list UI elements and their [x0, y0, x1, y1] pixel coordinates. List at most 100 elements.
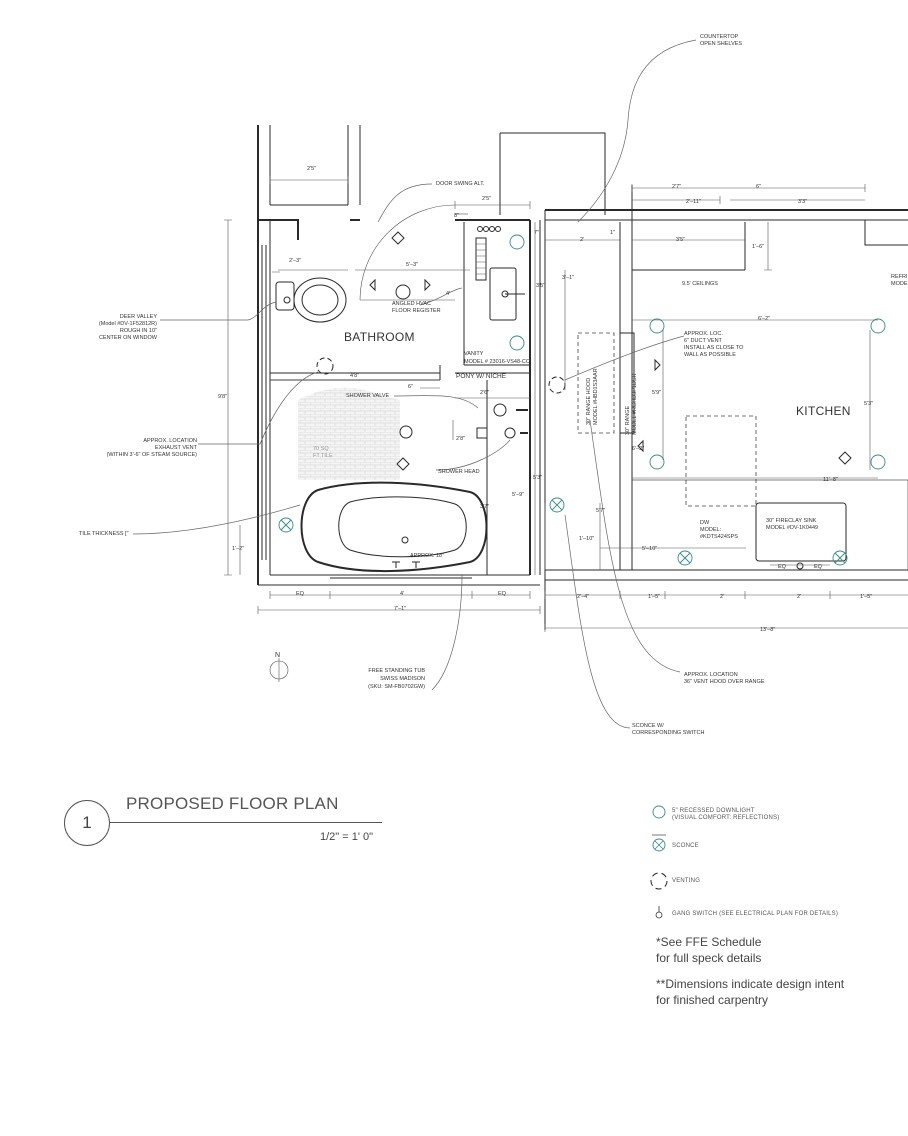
leader-lines: [132, 39, 697, 729]
svg-text:4': 4': [446, 291, 450, 297]
legend-label: GANG SWITCH (SEE ELECTRICAL PLAN FOR DET…: [672, 911, 839, 917]
svg-text:2': 2': [580, 237, 584, 243]
note-range-hood: 30" RANGE HOODMODEL #HBD1S3AAR: [586, 368, 599, 425]
sconce-icon: [652, 834, 666, 852]
svg-text:2'–4": 2'–4": [577, 594, 589, 600]
downlight-icon: [652, 805, 666, 819]
svg-text:1'–6": 1'–6": [752, 244, 764, 250]
svg-text:EQ: EQ: [498, 591, 507, 597]
svg-text:2': 2': [720, 594, 724, 600]
north-arrow: [269, 658, 289, 682]
svg-text:2'5": 2'5": [307, 166, 316, 172]
bathtub: [300, 481, 488, 573]
switch-fixtures: [369, 231, 852, 471]
svg-text:5'3": 5'3": [533, 475, 542, 481]
legend-label: 5" RECESSED DOWNLIGHT (VISUAL COMFORT: R…: [672, 808, 780, 821]
legend-label: SCONCE: [672, 843, 699, 849]
legend: 5" RECESSED DOWNLIGHT (VISUAL COMFORT: R…: [648, 802, 898, 920]
kitchen-sink: [755, 502, 847, 570]
note-sconce-switch: SCONCE W/CORRESPONDING SWITCH: [632, 723, 704, 736]
svg-text:6": 6": [756, 184, 761, 190]
door-swing: [359, 204, 456, 301]
range-outline: [619, 332, 635, 434]
svg-text:EQ: EQ: [814, 564, 823, 570]
note-shower-head: SHOWER HEAD: [438, 469, 480, 475]
svg-text:11'–8": 11'–8": [823, 477, 838, 483]
svg-text:1'–10": 1'–10": [579, 536, 594, 542]
note-deer-valley: DEER VALLEY(Model #DV-1F52812R)ROUGH IN …: [99, 314, 158, 341]
svg-text:4': 4': [400, 591, 404, 597]
svg-text:3'5": 3'5": [536, 283, 545, 289]
dimension-lines: [224, 176, 908, 632]
note-ffe-schedule: *See FFE Schedule for full speck details: [656, 935, 762, 965]
note-tile-thickness: TILE THICKNESS [": [79, 531, 129, 537]
svg-text:8": 8": [454, 213, 459, 219]
svg-text:7": 7": [534, 230, 539, 236]
note-range: 30" RANGEMODEL #RGHD3P1DSR: [625, 373, 638, 435]
svg-text:2'8": 2'8": [456, 436, 465, 442]
legend-item-switch: GANG SWITCH (SEE ELECTRICAL PLAN FOR DET…: [648, 902, 898, 924]
switch-icon: [655, 906, 663, 919]
venting-icon: [650, 872, 668, 890]
svg-text:EQ: EQ: [778, 564, 787, 570]
range-hood-outline: [577, 332, 615, 434]
svg-text:6'–2": 6'–2": [758, 316, 770, 322]
svg-text:5'9": 5'9": [652, 390, 661, 396]
svg-text:5'3": 5'3": [864, 401, 873, 407]
legend-label: VENTING: [672, 878, 701, 884]
svg-text:1'–5": 1'–5": [860, 594, 872, 600]
svg-text:2'7": 2'7": [672, 184, 681, 190]
note-dimensions: **Dimensions indicate design intent for …: [656, 977, 845, 1007]
note-approx-18: APPROX. 18": [410, 553, 444, 559]
svg-text:2'6": 2'6": [480, 390, 489, 396]
north-label: N: [275, 652, 280, 659]
title-rule: [110, 822, 382, 823]
svg-text:1'–2": 1'–2": [232, 546, 244, 552]
svg-text:2'–11": 2'–11": [686, 199, 701, 205]
bathroom-walls: [257, 125, 541, 586]
svg-text:5'7": 5'7": [596, 508, 605, 514]
svg-text:9'8": 9'8": [218, 394, 227, 400]
svg-text:7'–1": 7'–1": [394, 606, 406, 612]
svg-text:2': 2': [797, 594, 801, 600]
dimension-texts: 2'5" 2'5" 8" 2'–3" 5'–3" 4' 9'8" 4'8" 6"…: [218, 166, 873, 633]
legend-item-downlight: 5" RECESSED DOWNLIGHT (VISUAL COMFORT: R…: [648, 802, 898, 824]
svg-text:1'–5": 1'–5": [648, 594, 660, 600]
svg-text:3'7": 3'7": [480, 504, 489, 510]
drawing-number: 1: [64, 800, 110, 846]
shower-fixtures: [399, 403, 528, 439]
svg-text:5'–9": 5'–9": [512, 492, 524, 498]
svg-text:2'–3": 2'–3": [289, 258, 301, 264]
svg-text:5'–3": 5'–3": [406, 262, 418, 268]
note-ceilings: 9.5' CEILINGS: [682, 281, 718, 287]
drawing-scale: 1/2" = 1' 0": [320, 831, 374, 843]
svg-text:1": 1": [610, 230, 615, 236]
svg-text:3'5": 3'5": [676, 237, 685, 243]
svg-text:3'3": 3'3": [798, 199, 807, 205]
svg-text:4'8": 4'8": [350, 373, 359, 379]
title-block: 1 PROPOSED FLOOR PLAN 1/2" = 1' 0": [64, 788, 404, 858]
drawing-title: PROPOSED FLOOR PLAN: [126, 794, 339, 813]
note-shower-valve: SHOWER VALVE: [346, 393, 390, 399]
svg-text:6'–2": 6'–2": [632, 446, 644, 452]
vanity: [475, 226, 525, 321]
room-label-kitchen: KITCHEN: [796, 404, 851, 418]
svg-text:13'–8": 13'–8": [760, 627, 775, 633]
shower-tile-area: [298, 387, 400, 480]
svg-text:3'–1": 3'–1": [562, 275, 574, 281]
svg-text:2'5": 2'5": [482, 196, 491, 202]
svg-text:EQ: EQ: [296, 591, 305, 597]
toilet: [275, 277, 347, 323]
svg-text:6": 6": [408, 384, 413, 390]
note-pony-niche: PONY W/ NICHE: [456, 373, 507, 380]
legend-item-sconce: SCONCE: [648, 832, 898, 854]
